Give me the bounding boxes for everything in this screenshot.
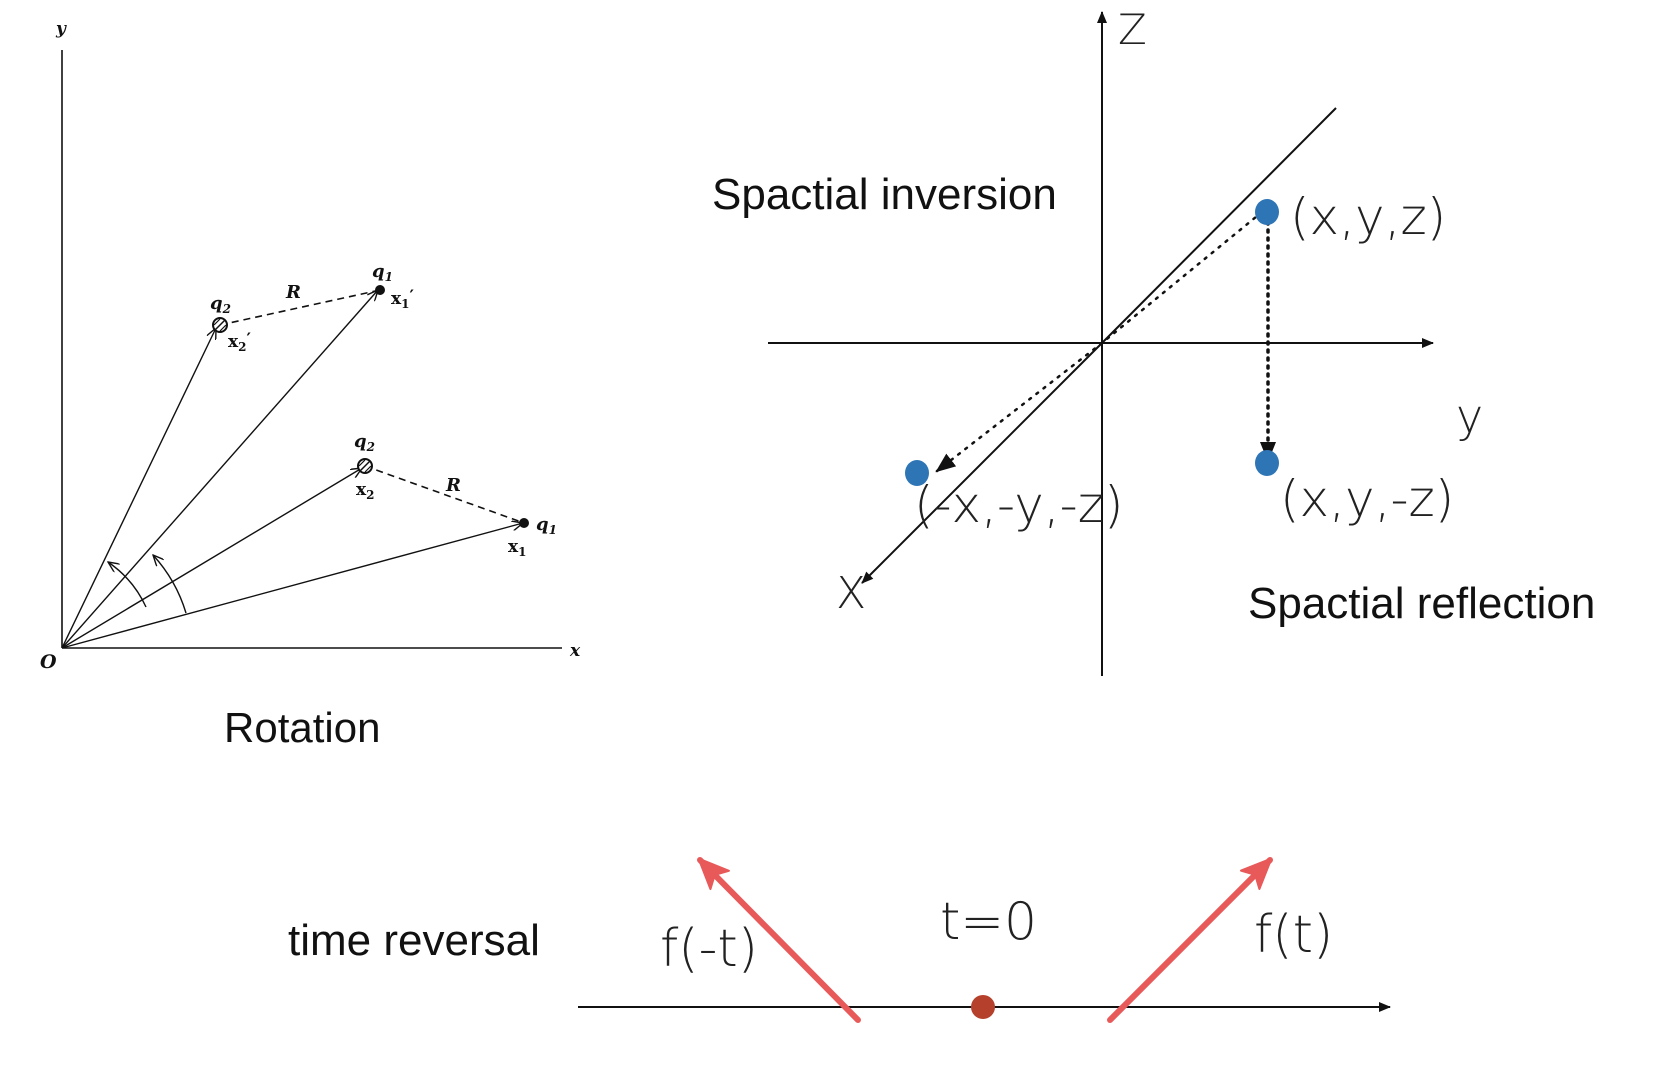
inversion-path-lower [935, 341, 1104, 473]
label-q1-top: q1 [372, 261, 393, 284]
point-reflected [1255, 450, 1279, 476]
vector-x1 [61, 523, 523, 649]
time-reversal-label: time reversal [288, 916, 540, 965]
x-axis-upper [1101, 107, 1337, 344]
vector-x2 [61, 468, 362, 649]
rotation-panel: y x O q1 x1′ q2 x2′ [40, 19, 581, 751]
label-R-bottom: R [445, 475, 461, 496]
rotation-origin-label: O [40, 651, 57, 673]
label-point-reflected: (x,y,-z) [1280, 470, 1454, 528]
label-point-original: (x,y,z) [1290, 188, 1446, 246]
rotation-y-axis-label: y [55, 19, 67, 39]
rotation-arc-inner [108, 562, 147, 608]
vector-x1-prime [61, 290, 378, 649]
reflection-caption: Spactial reflection [1248, 579, 1595, 628]
label-t0: t=0 [940, 892, 1037, 952]
rotation-arc-outer [153, 555, 187, 614]
label-x1: x1 [508, 537, 527, 559]
z-axis-label: Z [1118, 5, 1147, 54]
arrow-f-neg-t [697, 857, 861, 1023]
rotation-x-axis-label: x [569, 641, 581, 661]
label-q1-bottom: q1 [536, 514, 557, 537]
label-R-top: R [285, 282, 301, 303]
label-q2-top: q2 [210, 293, 231, 316]
separation-R-bottom [364, 465, 525, 524]
charge-q2-bottom [357, 458, 373, 474]
inversion-path-upper [1100, 210, 1264, 345]
point-inverted [905, 460, 929, 486]
charge-q2-top [212, 317, 228, 333]
label-f-t: f(t) [1254, 905, 1333, 965]
rotation-caption: Rotation [224, 704, 380, 751]
charge-q1-bottom [519, 518, 529, 528]
label-x2: x2 [356, 480, 375, 502]
vector-x2-prime [61, 328, 216, 649]
x-axis-lower [861, 342, 1103, 584]
point-original [1255, 199, 1279, 225]
time-zero-dot [971, 995, 995, 1019]
inversion-title: Spactial inversion [712, 170, 1057, 219]
label-f-neg-t: f(-t) [660, 919, 758, 979]
separation-R-top [219, 289, 381, 326]
y-axis-label: y [1456, 389, 1483, 443]
time-reversal-panel: time reversal t=0 f(-t) f(t) [288, 857, 1391, 1023]
label-q2-bottom: q2 [354, 431, 375, 454]
charge-q1-top [375, 285, 385, 295]
inversion-panel: Z y X Spactial inversion (x,y,z) (-x,-y,… [712, 5, 1595, 676]
label-point-inverted: (-x,-y,-z) [914, 476, 1123, 534]
x-axis-label: X [836, 568, 866, 619]
label-x1-prime: x1′ [391, 287, 415, 311]
label-x2-prime: x2′ [228, 330, 252, 354]
arrow-f-t [1107, 857, 1273, 1023]
